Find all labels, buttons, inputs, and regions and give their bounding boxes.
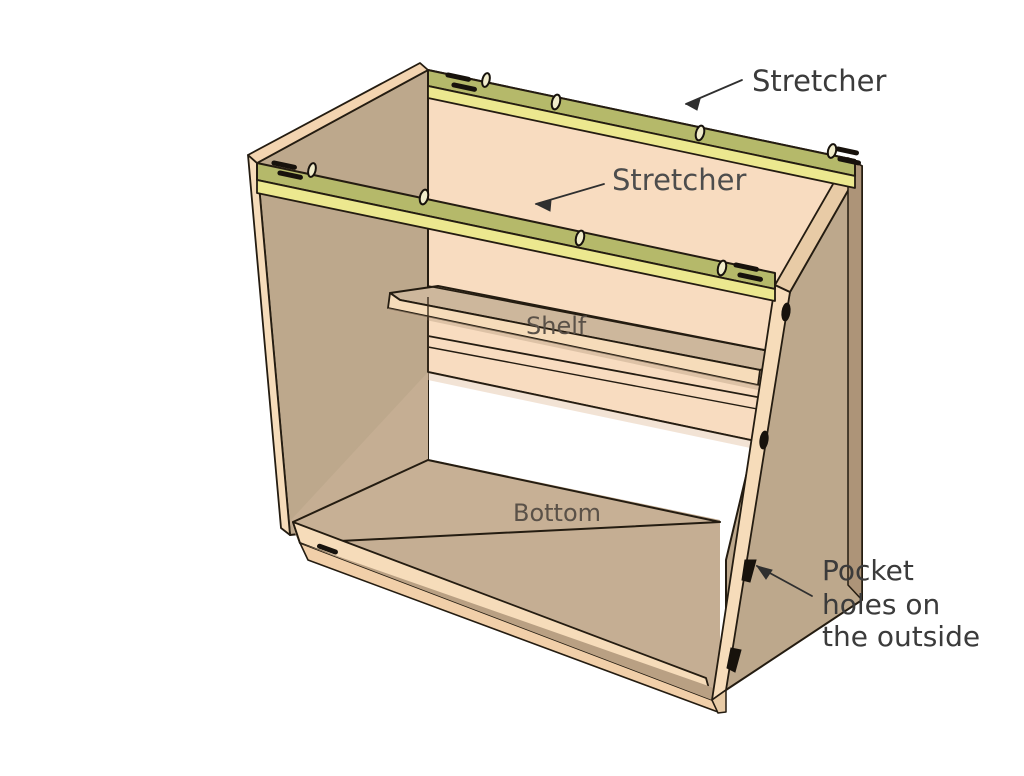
stretcher-back-callout [684,79,743,111]
pocket-screw-slots-right-back [835,146,862,166]
pocket-holes-callout [755,565,813,597]
stretcher-back-label: Stretcher [752,64,886,98]
pocket-hole-icon [716,259,728,277]
shelf-back-line [427,285,801,358]
front-stretcher-front-edge [256,179,776,302]
pocket-note-line-1: Pocket [822,554,914,587]
pocket-screw-slots-right-front [733,262,763,282]
stretcher-front-callout [534,183,605,212]
pocket-note-line-3: the outside [822,620,980,653]
pocket-hole-icon [826,143,838,159]
pocket-hole-icon [781,302,791,322]
pocket-hole-icon [550,93,562,111]
pocket-screw-slot-bottom-left [316,543,338,555]
pocket-hole-icon [726,647,742,673]
pocket-screw-slots-left-front [271,160,317,180]
pocket-hole-icon [741,559,757,583]
right-panel-foot-notch [711,689,727,714]
shelf-panel-front-edge [387,292,761,386]
back-stretcher-front-edge [427,85,856,189]
pocket-hole-icon [694,124,706,142]
pocket-holes-note: Pocket holes on the outside [822,554,980,653]
right-side-panel-inner-sliver [847,157,863,601]
shelf-label: Shelf [526,312,587,340]
pocket-hole-icon [574,229,586,247]
shelf-panel-underside [388,308,758,390]
bottom-panel-side-face [300,543,720,700]
stretcher-front-label: Stretcher [612,163,746,197]
pocket-note-line-2: holes on [822,588,940,621]
bottom-panel-back-shadow [428,372,855,470]
pocket-hole-icon [759,430,769,450]
shelf-band-line-2 [427,346,801,418]
pocket-screw-slots-left-back [445,72,491,92]
bottom-label: Bottom [513,499,601,527]
shelf-band-line [427,335,801,406]
pocket-hole-icon [418,188,430,206]
